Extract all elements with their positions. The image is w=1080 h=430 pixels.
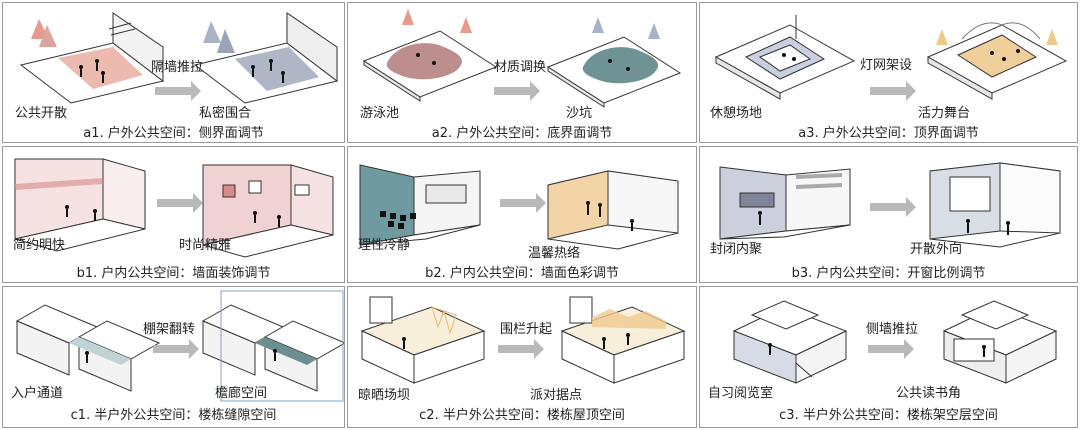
transform-arrow: [870, 81, 916, 101]
panel-caption: b3. 户内公共空间：开窗比例调节: [791, 266, 986, 281]
after-label: 时尚精雅: [179, 238, 232, 253]
panel-a2-art: [362, 9, 682, 108]
panel-caption: b2. 户内公共空间：墙面色彩调节: [425, 266, 619, 281]
panel-b3: 封闭内聚 开散外向 b3. 户内公共空间：开窗比例调节: [699, 146, 1078, 283]
before-label: 理性冷静: [358, 238, 411, 253]
before-label: 简约明快: [13, 238, 66, 253]
panel-c1: 棚架翻转 入户通道 檐廊空间 c1. 半户外公共空间：楼栋缝隙空间: [2, 286, 345, 428]
before-label: 入户通道: [11, 386, 64, 401]
panel-caption: c1. 半户外公共空间：楼栋缝隙空间: [70, 408, 277, 423]
before-label: 休憩场地: [710, 106, 763, 121]
transform-arrow: [498, 339, 544, 359]
transform-arrow: [157, 193, 203, 213]
panel-caption: a3. 户外公共空间：顶界面调节: [798, 126, 979, 141]
panel-a2: 材质调换 游泳池 沙坑 a2. 户外公共空间：底界面调节: [347, 2, 697, 143]
panel-b2-art: [359, 164, 679, 250]
after-label: 温馨热络: [528, 246, 581, 261]
before-label: 封闭内聚: [710, 242, 763, 257]
transform-arrow: [494, 81, 540, 101]
action-label: 隔墙推拉: [151, 60, 204, 75]
panel-a3-art: [714, 15, 1068, 101]
after-label: 沙坑: [566, 106, 593, 121]
after-label: 檐廊空间: [215, 386, 268, 401]
before-label: 公共开散: [15, 106, 68, 121]
after-label: 活力舞台: [918, 106, 971, 121]
action-label: 材质调换: [494, 60, 547, 75]
panel-b1: 简约明快 时尚精雅 b1. 户内公共空间：墙面装饰调节: [2, 146, 345, 283]
panel-a1-art: [19, 12, 339, 104]
before-label: 游泳池: [360, 106, 400, 121]
transform-arrow: [155, 81, 201, 101]
panel-c2-art: [360, 296, 686, 384]
panel-c3: 侧墙推拉 自习阅览室 公共读书角 c3. 半户外公共空间：楼栋架空层空间: [699, 286, 1078, 428]
before-label: 自习阅览室: [708, 386, 774, 401]
panel-caption: a1. 户外公共空间：侧界面调节: [83, 126, 264, 141]
transform-arrow: [868, 339, 914, 359]
panel-caption: c3. 半户外公共空间：楼栋架空层空间: [779, 408, 998, 423]
panel-c2: 围栏升起 晾晒场坝 派对据点 c2. 半户外公共空间：楼栋屋顶空间: [347, 286, 697, 428]
after-label: 派对据点: [530, 388, 583, 403]
action-label: 围栏升起: [500, 322, 553, 337]
after-label: 私密围合: [199, 106, 252, 121]
after-label: 公共读书角: [896, 386, 962, 401]
transform-arrow: [870, 197, 916, 217]
after-label: 开散外向: [910, 242, 963, 257]
panel-c1-art: [15, 290, 344, 402]
panel-b2: 理性冷静 温馨热络 b2. 户内公共空间：墙面色彩调节: [347, 146, 697, 283]
panel-a3: 灯网架设 休憩场地 活力舞台 a3. 户外公共空间：顶界面调节: [699, 2, 1078, 143]
panel-caption: b1. 户内公共空间：墙面装饰调节: [76, 266, 271, 281]
panel-caption: a2. 户外公共空间：底界面调节: [431, 126, 613, 141]
panel-c3-art: [732, 300, 1058, 384]
action-label: 侧墙推拉: [866, 322, 919, 337]
action-label: 棚架翻转: [143, 322, 196, 337]
panel-b3-art: [719, 162, 1061, 248]
panel-caption: c2. 半户外公共空间：楼栋屋顶空间: [419, 408, 625, 423]
before-label: 晾晒场坝: [358, 388, 411, 403]
transform-arrow: [500, 193, 546, 213]
panel-b1-art: [14, 158, 334, 258]
panel-a1: 隔墙推拉 公共开散 私密围合 a1. 户外公共空间：侧界面调节: [2, 2, 345, 143]
transform-arrow: [153, 339, 199, 359]
action-label: 灯网架设: [860, 58, 913, 73]
